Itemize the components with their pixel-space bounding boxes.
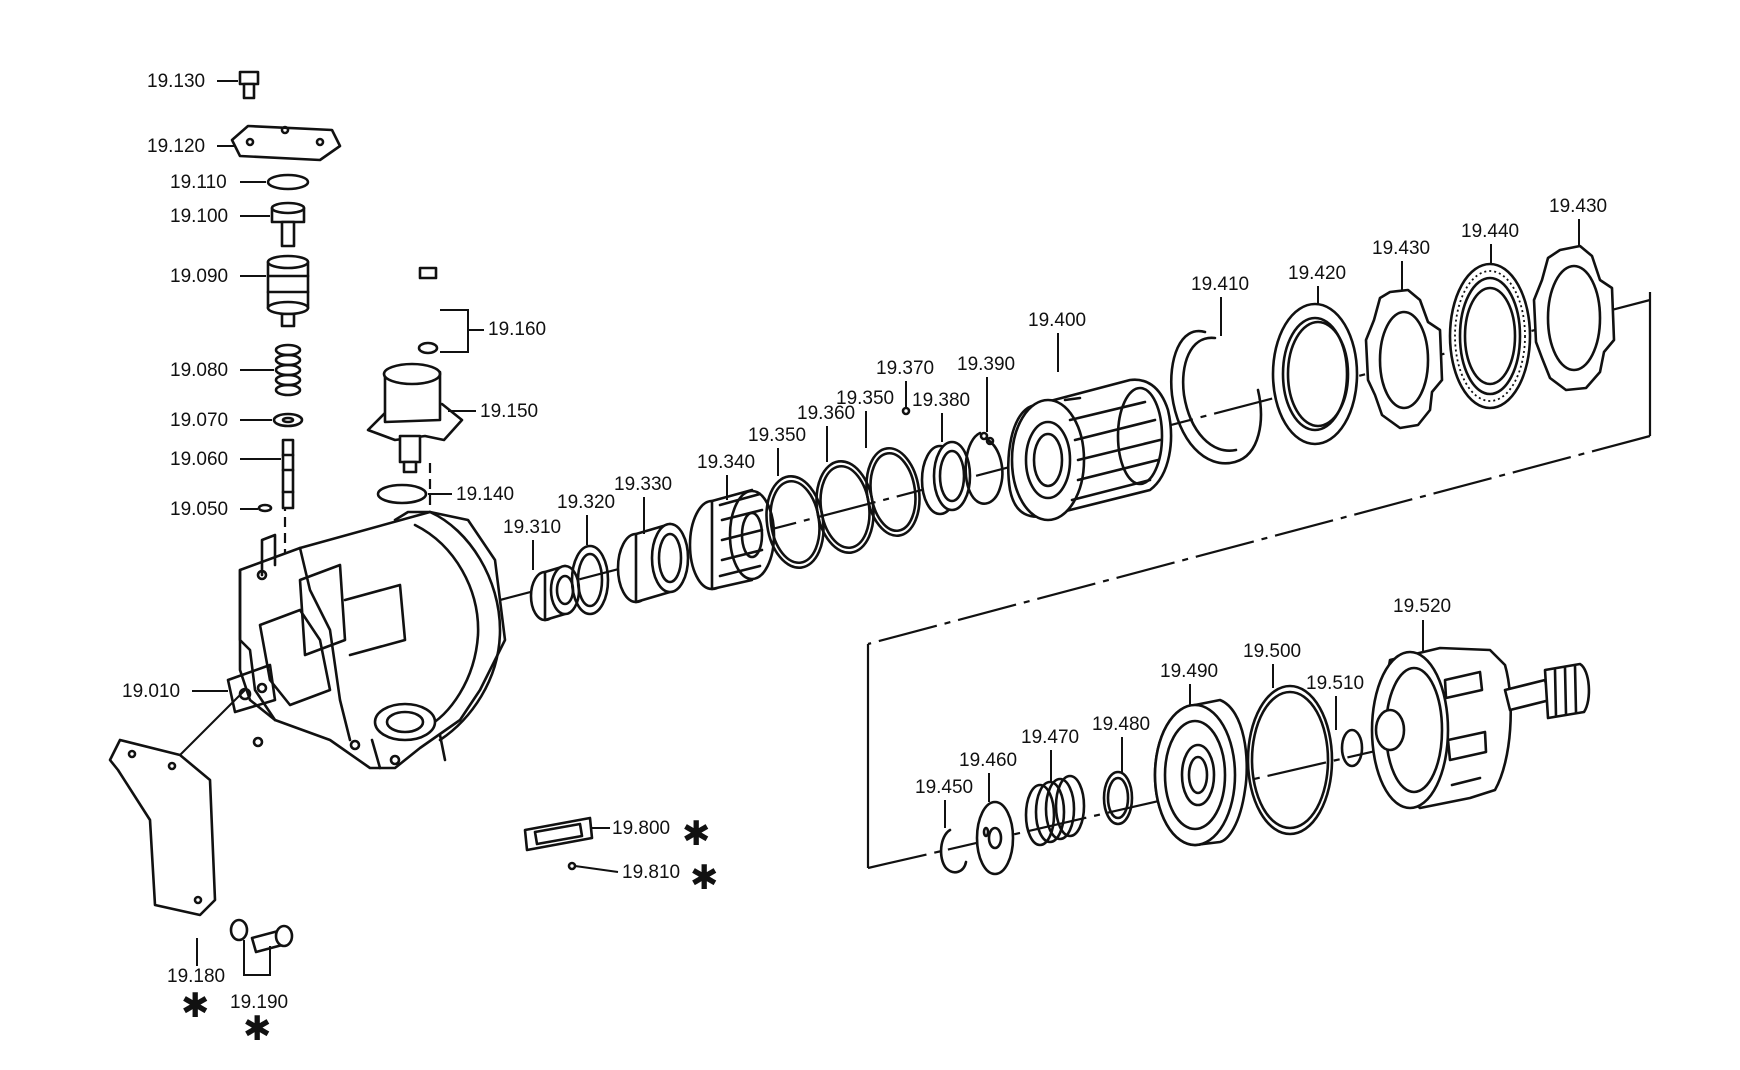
snap-ring-19410	[1169, 329, 1263, 465]
label-19480: 19.480	[1092, 714, 1150, 735]
label-19330: 19.330	[614, 474, 672, 495]
clutch-plate-19430a	[1364, 288, 1444, 430]
valve-housing	[366, 362, 464, 474]
transmission-housing	[226, 510, 507, 770]
label-19360: 19.360	[797, 403, 855, 424]
seal-ring-19480	[1102, 770, 1134, 826]
label-19060: 19.060	[170, 449, 228, 470]
label-19410: 19.410	[1191, 274, 1249, 295]
bracket-19180	[108, 689, 246, 917]
label-19120: 19.120	[147, 136, 205, 157]
label-19340: 19.340	[697, 452, 755, 473]
bearing-disc-19420	[1271, 302, 1359, 446]
marker-19180: ✱	[181, 986, 210, 1026]
label-19090: 19.090	[170, 266, 228, 287]
ball-small	[257, 503, 273, 513]
spring-stack	[274, 343, 302, 397]
o-ring-19140	[376, 483, 428, 505]
label-19350b: 19.350	[836, 388, 894, 409]
cover-screw	[238, 70, 260, 100]
circlip-19390	[964, 431, 1004, 505]
cover-plate	[230, 124, 342, 162]
clutch-hub-gear	[688, 488, 776, 591]
spring-19470	[1024, 774, 1086, 847]
needle-bearing	[529, 564, 581, 622]
label-19420: 19.420	[1288, 263, 1346, 284]
label-19100: 19.100	[170, 206, 228, 227]
seal-ring-19500	[1246, 684, 1334, 836]
screw-19190	[229, 918, 294, 954]
label-19490: 19.490	[1160, 661, 1218, 682]
bearing-ring-19380	[920, 440, 972, 516]
label-19430a: 19.430	[1372, 238, 1430, 259]
o-ring-small-top	[266, 173, 310, 191]
label-19450: 19.450	[915, 777, 973, 798]
label-19080: 19.080	[170, 360, 228, 381]
label-19130: 19.130	[147, 71, 205, 92]
ball-19370	[901, 406, 911, 416]
marker-19810: ✱	[690, 858, 719, 898]
friction-disc-19440	[1448, 262, 1532, 410]
planet-gear-19400	[1007, 378, 1173, 522]
label-19110: 19.110	[170, 172, 227, 193]
thrust-washer-19320	[570, 544, 610, 616]
marker-19190: ✱	[243, 1009, 272, 1049]
label-19510: 19.510	[1306, 673, 1364, 694]
clutch-drum-19520	[1370, 646, 1591, 810]
label-19370: 19.370	[876, 358, 934, 379]
bushing-sleeve	[616, 522, 690, 604]
washer-small	[272, 412, 304, 428]
nameplate-19800	[523, 816, 594, 871]
label-19320: 19.320	[557, 492, 615, 513]
label-19460: 19.460	[959, 750, 1017, 771]
label-19810: 19.810	[622, 862, 680, 883]
label-19520: 19.520	[1393, 596, 1451, 617]
label-19380: 19.380	[912, 390, 970, 411]
label-19010: 19.010	[122, 681, 180, 702]
label-19190: 19.190	[230, 992, 288, 1013]
valve-body	[266, 254, 310, 328]
label-group: 19.130 19.120 19.110 19.100 19.090 19.08…	[122, 71, 1607, 1049]
label-19150: 19.150	[480, 401, 538, 422]
label-19140: 19.140	[456, 484, 514, 505]
label-19440: 19.440	[1461, 221, 1519, 242]
screw-19160	[417, 266, 439, 355]
label-19050: 19.050	[170, 499, 228, 520]
label-19180: 19.180	[167, 966, 225, 987]
circlip-19450	[939, 828, 968, 874]
label-19800: 19.800	[612, 818, 670, 839]
clutch-plate-19430b	[1532, 244, 1616, 392]
label-19350a: 19.350	[748, 425, 806, 446]
marker-19800: ✱	[682, 814, 711, 854]
piston-top	[270, 201, 306, 248]
label-19390: 19.390	[957, 354, 1015, 375]
label-19160: 19.160	[488, 319, 546, 340]
spring-seat-19460	[975, 800, 1015, 876]
snap-ring-19350b	[865, 446, 921, 538]
valve-pin	[281, 438, 295, 510]
piston-19490	[1153, 698, 1248, 847]
label-19400: 19.400	[1028, 310, 1086, 331]
label-19070: 19.070	[170, 410, 228, 431]
label-19470: 19.470	[1021, 727, 1079, 748]
label-19500: 19.500	[1243, 641, 1301, 662]
label-19310: 19.310	[503, 517, 561, 538]
seal-ring-19510	[1340, 728, 1364, 768]
label-19430b: 19.430	[1549, 196, 1607, 217]
